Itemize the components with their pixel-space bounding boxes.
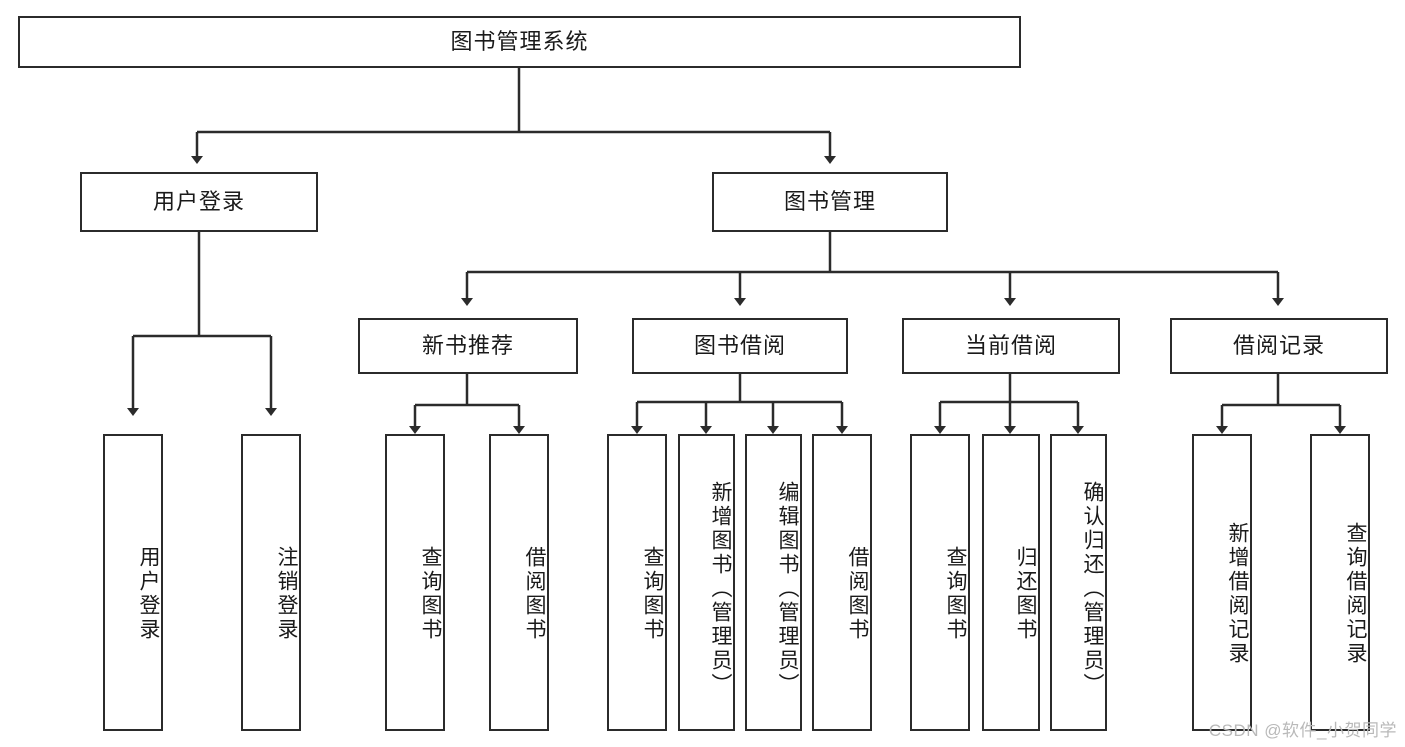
leaf-user-login-signout-label: 注销登录 (275, 545, 298, 642)
csdn-watermark: CSDN @软件_小贺同学 (1208, 721, 1397, 740)
node-root-label: 图书管理系统 (450, 28, 589, 54)
leaf-newbook-query[interactable]: 查询图书 (385, 434, 445, 731)
leaf-borrow-borrowbook[interactable]: 借阅图书 (812, 434, 872, 731)
leaf-borrow-add-label: 新增图书（管理员） (709, 480, 732, 697)
leaf-newbook-borrow-label: 借阅图书 (523, 545, 546, 642)
leaf-newbook-query-label: 查询图书 (419, 545, 442, 642)
leaf-current-confirm-return-label: 确认归还（管理员） (1081, 480, 1104, 697)
node-user-login[interactable]: 用户登录 (80, 172, 318, 232)
node-user-login-label: 用户登录 (152, 188, 245, 214)
leaf-borrow-add[interactable]: 新增图书（管理员） (678, 434, 735, 731)
node-current-borrow[interactable]: 当前借阅 (902, 318, 1120, 374)
node-book-borrow[interactable]: 图书借阅 (632, 318, 848, 374)
leaf-current-confirm-return[interactable]: 确认归还（管理员） (1050, 434, 1107, 731)
leaf-record-query[interactable]: 查询借阅记录 (1310, 434, 1370, 731)
node-new-book-recommend-label: 新书推荐 (421, 332, 514, 358)
leaf-current-return[interactable]: 归还图书 (982, 434, 1040, 731)
leaf-borrow-borrowbook-label: 借阅图书 (846, 545, 869, 642)
leaf-record-add-label: 新增借阅记录 (1226, 521, 1249, 666)
leaf-current-query[interactable]: 查询图书 (910, 434, 970, 731)
node-borrow-record[interactable]: 借阅记录 (1170, 318, 1388, 374)
leaf-borrow-edit-label: 编辑图书（管理员） (776, 480, 799, 697)
leaf-current-return-label: 归还图书 (1014, 545, 1037, 642)
leaf-user-login-signout[interactable]: 注销登录 (241, 434, 301, 731)
node-new-book-recommend[interactable]: 新书推荐 (358, 318, 578, 374)
leaf-record-add[interactable]: 新增借阅记录 (1192, 434, 1252, 731)
node-current-borrow-label: 当前借阅 (964, 332, 1057, 358)
leaf-current-query-label: 查询图书 (944, 545, 967, 642)
node-root[interactable]: 图书管理系统 (18, 16, 1021, 68)
leaf-borrow-edit[interactable]: 编辑图书（管理员） (745, 434, 802, 731)
node-book-management-label: 图书管理 (783, 188, 876, 214)
leaf-newbook-borrow[interactable]: 借阅图书 (489, 434, 549, 731)
node-borrow-record-label: 借阅记录 (1232, 332, 1325, 358)
leaf-borrow-query-label: 查询图书 (641, 545, 664, 642)
leaf-user-login-signin[interactable]: 用户登录 (103, 434, 163, 731)
leaf-borrow-query[interactable]: 查询图书 (607, 434, 667, 731)
leaf-record-query-label: 查询借阅记录 (1344, 521, 1367, 666)
node-book-management[interactable]: 图书管理 (712, 172, 948, 232)
node-book-borrow-label: 图书借阅 (693, 332, 786, 358)
leaf-user-login-signin-label: 用户登录 (137, 545, 160, 642)
